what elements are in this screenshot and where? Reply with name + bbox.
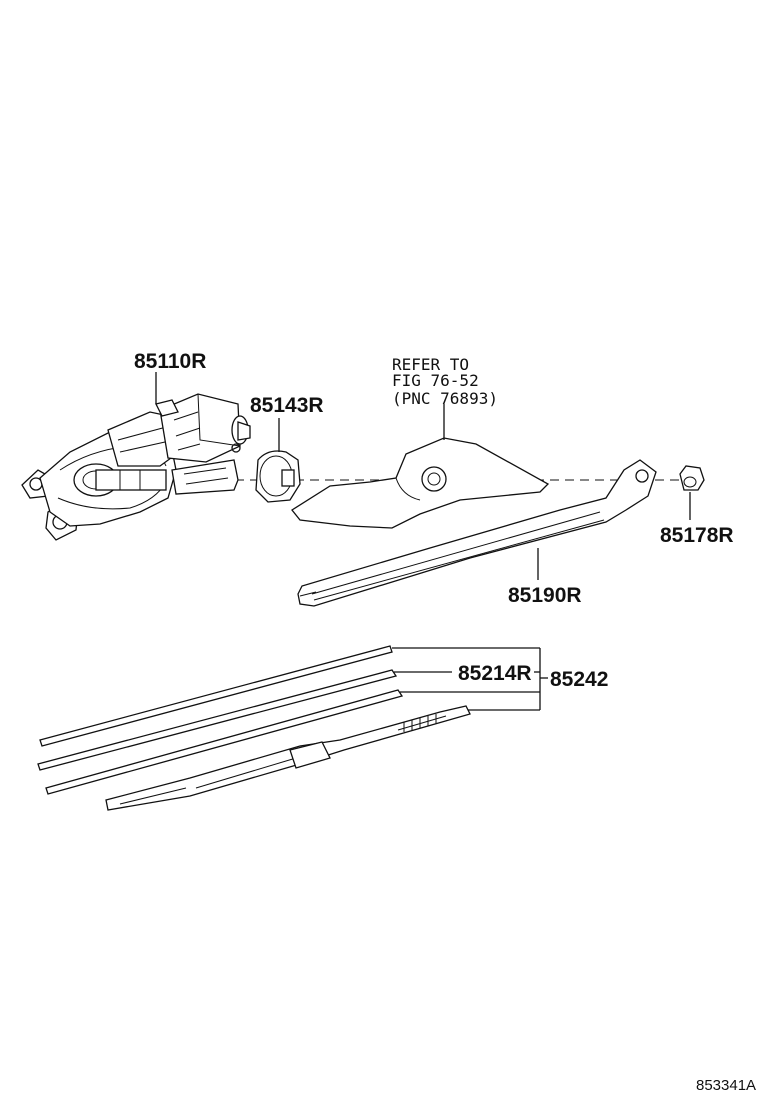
blade-refill-top — [39, 645, 393, 747]
label-arm: 85190R — [508, 584, 582, 607]
label-refill: 85214R — [458, 662, 532, 685]
reference-line-1: REFER TO — [392, 355, 469, 374]
label-pivot-cap: 85143R — [250, 394, 324, 417]
wiper-motor-assembly — [21, 393, 251, 541]
blade-refill-lower — [45, 689, 404, 795]
wiper-blade — [105, 705, 471, 811]
label-motor: 85110R — [134, 350, 206, 373]
nut — [679, 465, 705, 491]
blade-refill-middle — [37, 669, 398, 771]
label-nut: 85178R — [660, 524, 734, 547]
pivot-cap — [255, 450, 301, 503]
reference-line-3: (PNC 76893) — [392, 389, 498, 408]
blade-bracket-lines — [392, 647, 548, 711]
label-blade-assy: 85242 — [550, 668, 608, 691]
wiper-arm — [297, 459, 657, 607]
figure-id: 853341A — [696, 1077, 756, 1094]
cover-reference-part — [291, 437, 550, 529]
reference-line-2: FIG 76-52 — [392, 371, 479, 390]
